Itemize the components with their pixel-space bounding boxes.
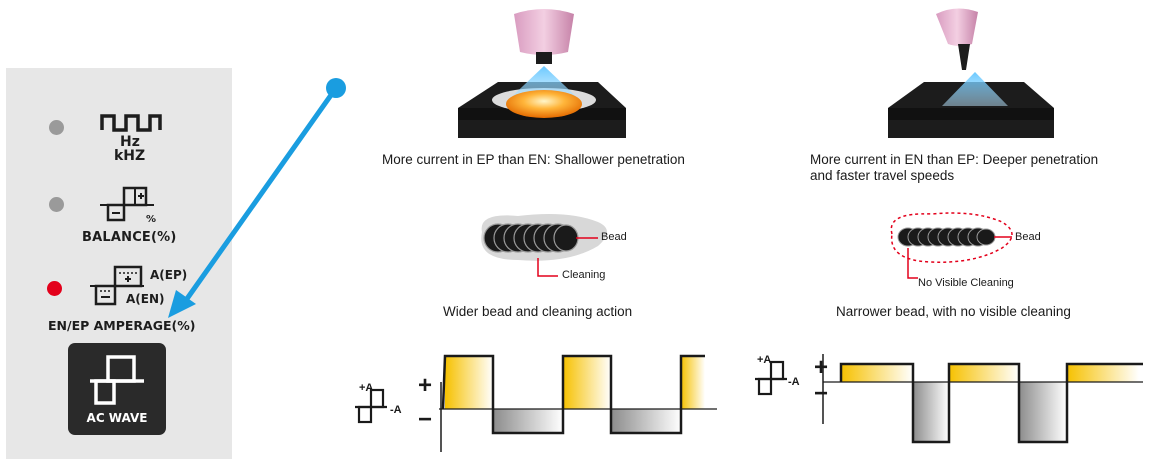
minus-symbol-left: − [418,406,433,433]
no-cleaning-label: No Visible Cleaning [918,277,1014,289]
minus-a-left: -A [390,404,402,416]
amperage-led [47,281,62,296]
cleaning-label: Cleaning [562,269,606,281]
balance-icon [100,186,154,222]
caption-wide-bead: Wider bead and cleaning action [443,304,633,319]
waveform-ep [355,354,717,452]
plus-a-right: +A [757,354,772,366]
hz-label: Hz [120,134,140,150]
ac-wave-icon [90,355,144,405]
frequency-led [49,120,64,135]
balance-label: BALANCE(%) [82,230,177,245]
torch-shallow-illustration [458,9,626,138]
amperage-label: EN/EP AMPERAGE(%) [48,318,196,333]
bead-label-left: Bead [601,231,627,243]
torch-deep-illustration [888,8,1054,138]
amperage-icon [90,265,144,306]
balance-percent-label: % [146,214,157,225]
bead-narrow-illustration [890,212,1013,279]
caption-narrow-bead: Narrower bead, with no visible cleaning [836,304,1071,319]
plus-symbol-left: + [418,372,433,399]
aen-label: A(EN) [126,292,165,306]
khz-label: kHZ [114,148,146,164]
pulse-wave-icon [100,114,162,132]
ac-wave-button[interactable]: AC WAVE [68,343,166,435]
plus-a-left: +A [359,382,374,394]
control-panel: Hz kHZ % BALANCE(%) A(EP) A(EN) EN/EP AM… [6,68,232,459]
plus-symbol-right: + [814,354,829,381]
caption-shallow: More current in EP than EN: Shallower pe… [382,152,685,167]
caption-deep-line2: and faster travel speeds [810,168,955,183]
bead-wide-illustration [481,214,607,277]
caption-deep-line1: More current in EN than EP: Deeper penet… [810,152,1099,167]
minus-a-right: -A [788,376,800,388]
minus-symbol-right: − [814,380,829,407]
ac-wave-label: AC WAVE [86,411,148,425]
waveform-en [755,354,1143,444]
balance-led [49,197,64,212]
aep-label: A(EP) [150,268,188,282]
bead-label-right: Bead [1015,231,1041,243]
